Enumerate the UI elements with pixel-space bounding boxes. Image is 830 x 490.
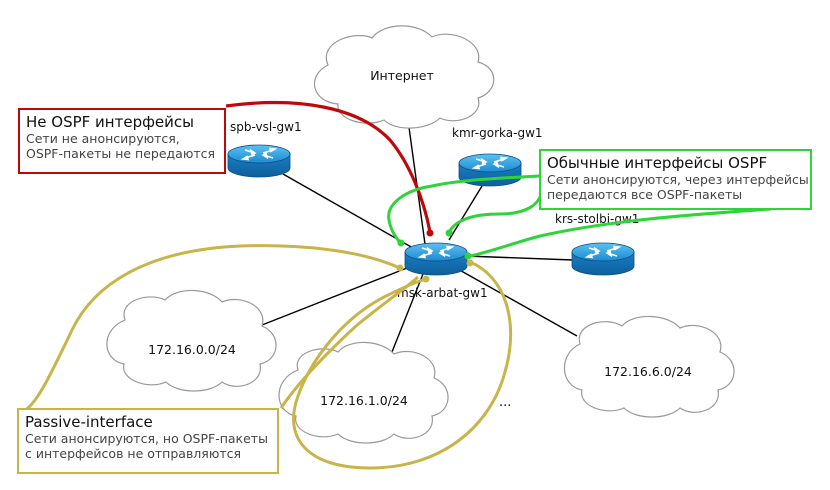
cloud-net1	[106, 289, 277, 392]
cloud-net1-label: 172.16.0.0/24	[148, 342, 236, 357]
ospf-callout: Обычные интерфейсы OSPF Сети анонсируютс…	[539, 149, 812, 210]
ospf-link-3	[469, 207, 772, 258]
router-krs-label: krs-stolbi-gw1	[555, 212, 639, 226]
ospf-link-2	[447, 189, 544, 233]
non-ospf-dot	[426, 229, 434, 237]
router-krs-icon	[571, 242, 635, 276]
non-ospf-callout: Не OSPF интерфейсы Сети не анонсируются,…	[18, 108, 226, 174]
ospf-link-1	[387, 174, 540, 244]
router-kmr-label: kmr-gorka-gw1	[452, 126, 543, 140]
link-net2	[389, 273, 424, 358]
ospf-title: Обычные интерфейсы OSPF	[547, 154, 768, 172]
non-ospf-title: Не OSPF интерфейсы	[26, 113, 194, 131]
passive-callout: Passive-interface Сети анонсируются, но …	[17, 408, 279, 474]
passive-dot-3	[466, 259, 474, 267]
cloud-net3-label: 172.16.6.0/24	[604, 364, 692, 379]
ospf-desc-1: Сети анонсируются, через интерфейсы	[547, 172, 809, 187]
non-ospf-desc-1: Сети не анонсируются,	[26, 131, 180, 146]
ospf-dot-1	[397, 239, 405, 247]
ospf-dot-2	[445, 229, 453, 237]
link-kmr	[448, 185, 483, 241]
cloud-net2	[278, 341, 449, 444]
cloud-net2-label: 172.16.1.0/24	[320, 393, 408, 408]
passive-title: Passive-interface	[25, 413, 153, 431]
link-spb	[282, 173, 414, 249]
router-spb-icon	[227, 144, 291, 178]
non-ospf-link	[225, 100, 432, 233]
passive-desc-1: Сети анонсируются, но OSPF-пакеты	[25, 431, 268, 446]
link-krs	[464, 255, 574, 261]
ospf-dot-3	[464, 252, 472, 260]
ellipsis-label: ...	[499, 395, 511, 410]
cloud-internet	[313, 25, 495, 129]
non-ospf-desc-2: OSPF-пакеты не передаются	[26, 146, 216, 161]
passive-dot-2	[422, 275, 430, 283]
router-msk-icon	[404, 242, 468, 276]
router-spb-label: spb-vsl-gw1	[230, 120, 302, 134]
passive-loop-mid	[279, 275, 420, 409]
passive-loop-outer	[21, 244, 401, 414]
passive-loop-inner	[292, 260, 513, 470]
router-msk-label: msk-arbat-gw1	[397, 286, 488, 300]
cloud-net3	[563, 315, 735, 418]
passive-desc-2: с интерфейсов не отправляются	[25, 446, 242, 461]
link-net3	[455, 267, 578, 337]
ospf-desc-2: передаются все OSPF-пакеты	[547, 187, 743, 202]
cloud-internet-label: Интернет	[370, 68, 434, 83]
passive-dot-1	[396, 264, 404, 272]
link-net1	[261, 265, 413, 326]
